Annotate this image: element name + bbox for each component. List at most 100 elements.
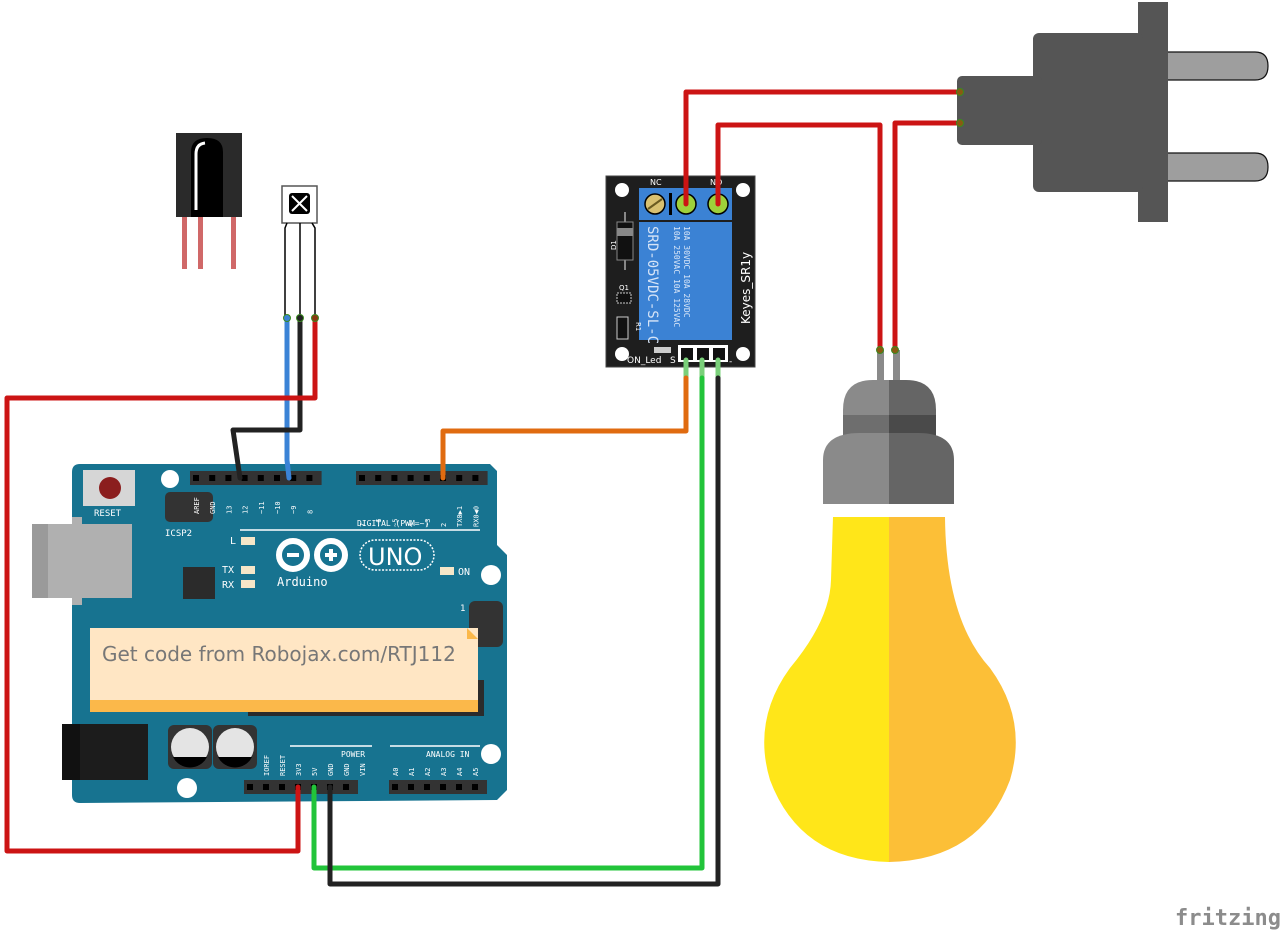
capacitor-top [171, 728, 209, 766]
relay-pin-legs [683, 357, 721, 381]
digital-pin-label: TX0▶1 [456, 506, 464, 527]
led-rx-label: RX [222, 580, 234, 591]
wire-relay-s-to-d2[interactable] [440, 375, 689, 481]
ac-plug[interactable] [957, 2, 1269, 222]
power-header [244, 780, 358, 794]
relay-module[interactable]: NC NO SRD-05VDC-SL-C 10A 250VAC 10A 125V… [605, 175, 756, 368]
on-led-label: ON_Led [627, 356, 661, 366]
digital-pin-label: ~11 [258, 501, 266, 514]
digital-pin-label: ~3 [424, 519, 432, 527]
ir-leg-2 [198, 217, 203, 269]
endpoint [296, 314, 304, 322]
digital-pin-strip [356, 471, 488, 485]
ir-receiver-symbol[interactable] [281, 185, 318, 318]
ir-highlight [194, 141, 206, 210]
note-corner [467, 628, 478, 639]
analog-pin-socket[interactable] [440, 784, 446, 790]
power-pin-socket[interactable] [247, 784, 253, 790]
digital-pin-socket[interactable] [391, 475, 398, 481]
reset-button[interactable] [83, 470, 135, 506]
capacitor-2 [213, 725, 257, 769]
wire-relay-no-to-bulb[interactable] [715, 122, 883, 353]
uno-label: UNO [368, 543, 422, 571]
resistor-r1 [616, 316, 629, 340]
bulb-base-left [823, 433, 889, 504]
usb-connector-edge [32, 524, 48, 598]
diode-band [617, 228, 633, 236]
analog-pin-socket[interactable] [456, 784, 462, 790]
mount-hole [161, 470, 179, 488]
icsp2-label: ICSP2 [165, 529, 192, 539]
digital-pin-label: ~6 [375, 519, 383, 527]
wire-ir-vcc-to-3v3[interactable] [4, 315, 318, 854]
endpoint [891, 346, 899, 354]
capacitor-stripe [218, 757, 252, 768]
digital-pin-socket[interactable] [306, 475, 313, 481]
digital-pin-socket[interactable] [290, 475, 297, 481]
relay-part-label: SRD-05VDC-SL-C [644, 226, 660, 344]
digital-pin-socket[interactable] [375, 475, 382, 481]
power-pin-socket[interactable] [343, 784, 349, 790]
digital-pin-socket[interactable] [257, 475, 264, 481]
wire-plug-to-bulb[interactable] [892, 120, 963, 353]
resistor-label: R1 [634, 322, 642, 331]
power-pin-label: 5V [311, 767, 319, 776]
diode-d1 [616, 221, 634, 261]
relay-pin-vcc[interactable] [697, 348, 709, 360]
digital-pin-socket[interactable] [359, 475, 365, 481]
analog-pin-label: A5 [472, 768, 480, 776]
logo-loop-left [276, 538, 310, 572]
digital-pin-socket[interactable] [423, 475, 430, 481]
wire-endpoints [283, 88, 964, 354]
digital-header-low [356, 471, 488, 485]
led-l [241, 537, 255, 545]
digital-pin-socket[interactable] [193, 475, 199, 481]
analog-pin-socket[interactable] [472, 784, 478, 790]
ir-symbol-lead-3 [311, 222, 316, 318]
endpoint [956, 88, 964, 96]
analog-pin-label: A2 [424, 768, 432, 776]
wire-ir-out-to-d11[interactable] [284, 315, 292, 481]
wire-relay-vcc-to-5v[interactable] [311, 375, 705, 871]
wire-ir-gnd-to-gnd[interactable] [230, 315, 303, 481]
digital-pin-label: AREF [193, 497, 201, 514]
analog-pin-label: A0 [392, 768, 400, 776]
endpoint [283, 314, 291, 322]
relay-model-label: Keyes_SR1y [739, 252, 753, 324]
power-pin-socket[interactable] [279, 784, 285, 790]
ir-receiver-photo[interactable] [176, 133, 242, 269]
relay-pin-gnd[interactable] [713, 348, 725, 360]
signal-pin-label: S [670, 356, 676, 366]
digital-pin-socket[interactable] [456, 475, 463, 481]
digital-pin-socket[interactable] [225, 475, 232, 481]
ir-leg-3 [231, 217, 236, 269]
digital-pin-label: 12 [242, 506, 250, 514]
light-bulb[interactable] [764, 350, 1016, 862]
transistor-q1 [616, 292, 632, 304]
digital-pin-label: 13 [225, 506, 233, 514]
power-pin-label: GND [327, 763, 335, 776]
digital-header-high [190, 471, 322, 485]
digital-pin-socket[interactable] [274, 475, 280, 481]
analog-pin-socket[interactable] [392, 784, 398, 790]
endpoint [956, 119, 964, 127]
led-rx [241, 580, 255, 588]
wire-relay-gnd-to-gnd[interactable] [327, 375, 721, 887]
digital-pin-socket[interactable] [209, 475, 216, 481]
digital-pin-socket[interactable] [407, 475, 414, 481]
digital-pin-socket[interactable] [472, 475, 479, 481]
diode-label: D1 [610, 240, 618, 250]
relay-nc-label: NC [650, 178, 662, 187]
wire-relay-com-to-plug[interactable] [683, 89, 963, 207]
analog-pin-socket[interactable] [424, 784, 430, 790]
power-pin-socket[interactable] [263, 784, 269, 790]
mount-hole [177, 778, 197, 798]
analog-pin-socket[interactable] [408, 784, 414, 790]
relay-hole [736, 347, 750, 361]
digital-pin-socket[interactable] [241, 475, 248, 481]
icsp2-header [165, 492, 213, 522]
endpoint [311, 314, 319, 322]
code-note[interactable]: Get code from Robojax.com/RTJ112 [90, 628, 478, 712]
arduino-logo [276, 538, 348, 572]
relay-pin-s[interactable] [681, 348, 693, 360]
